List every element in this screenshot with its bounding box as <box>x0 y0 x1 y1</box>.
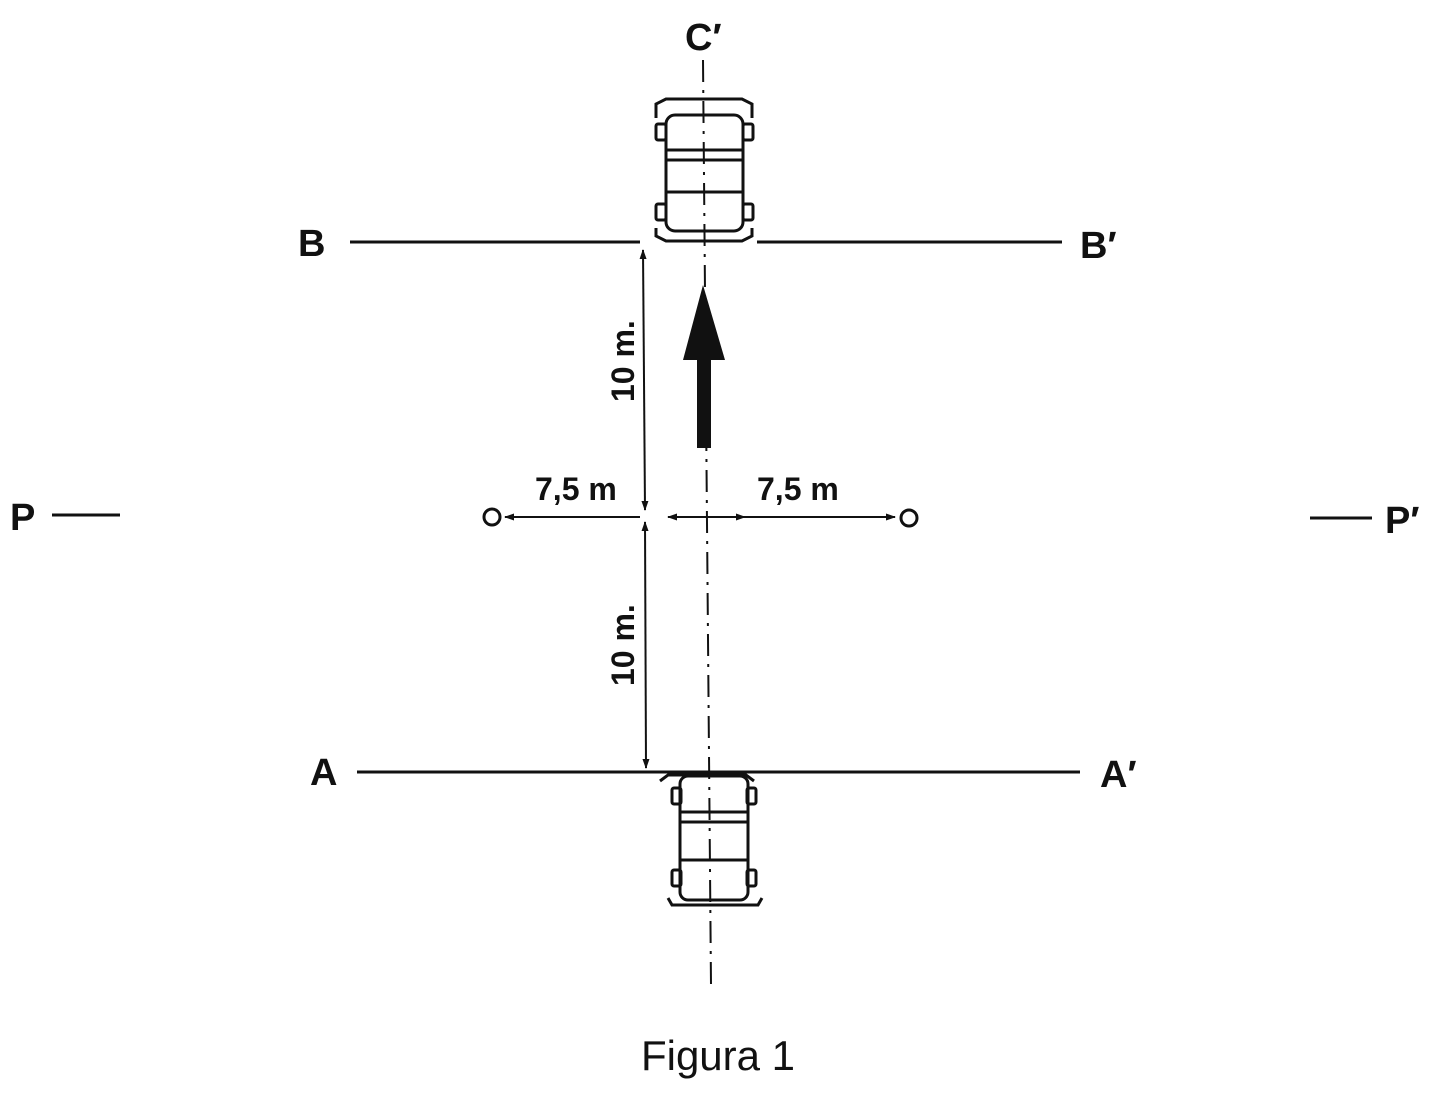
dimension-lower <box>641 521 650 769</box>
dimension-upper-label: 10 m. <box>605 320 641 402</box>
figure-caption: Figura 1 <box>641 1032 795 1079</box>
label-b: B <box>298 223 325 265</box>
microphone-right <box>899 508 919 528</box>
label-c-prime: C′ <box>685 17 722 59</box>
dimension-upper <box>639 249 649 511</box>
center-axis <box>702 59 712 986</box>
dimension-lower-label: 10 m. <box>605 604 641 686</box>
direction-arrow <box>683 285 725 448</box>
vehicle-upper <box>654 97 755 243</box>
label-b-prime: B′ <box>1080 225 1117 267</box>
label-a-prime: A′ <box>1100 754 1137 796</box>
dimension-left-label: 7,5 m <box>535 471 617 507</box>
label-p-prime: P′ <box>1385 500 1419 542</box>
vehicle-lower <box>659 773 764 907</box>
microphone-left <box>482 507 502 527</box>
dimension-right-label: 7,5 m <box>757 471 839 507</box>
label-a: A <box>310 752 337 794</box>
label-p: P <box>10 497 35 539</box>
